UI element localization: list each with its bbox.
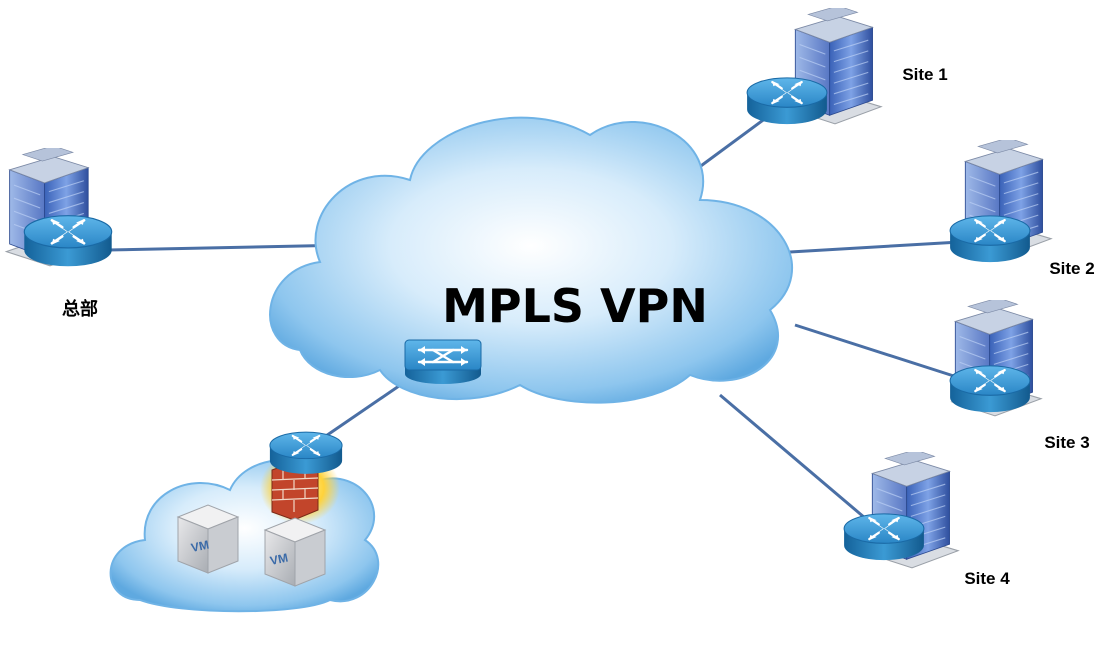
link-site-2: [789, 240, 961, 254]
headquarters-label: 总部: [62, 298, 98, 319]
router-icon: [948, 214, 1032, 264]
router-icon: [842, 512, 926, 562]
vm-label: VM: [269, 550, 290, 567]
site-4-node: Site 4: [842, 452, 1010, 588]
vm-cube-icon: VM: [263, 517, 327, 587]
router-icon: [268, 430, 344, 476]
core-switch-icon: [404, 339, 482, 384]
site-2-label: Site 2: [1049, 259, 1094, 278]
site-1-node: Site 1: [745, 8, 948, 126]
router-icon: [948, 364, 1032, 414]
private-cloud: VM VM: [109, 430, 380, 613]
vm-label: VM: [190, 537, 211, 554]
headquarters-node: 总部: [5, 148, 113, 319]
diagram-title: MPLS VPN: [442, 279, 708, 333]
link-site-4: [719, 393, 866, 520]
router-icon: [745, 76, 829, 126]
link-site-3: [794, 323, 961, 380]
site-2-node: Site 2: [948, 140, 1095, 278]
mpls-cloud: MPLS VPN: [269, 116, 793, 404]
site-3-node: Site 3: [948, 300, 1090, 452]
site-1-label: Site 1: [902, 65, 947, 84]
site-4-label: Site 4: [964, 569, 1010, 588]
link-headquarters: [107, 243, 351, 252]
router-icon: [23, 214, 113, 268]
site-3-label: Site 3: [1044, 433, 1089, 452]
vm-cube-icon: VM: [176, 504, 240, 574]
